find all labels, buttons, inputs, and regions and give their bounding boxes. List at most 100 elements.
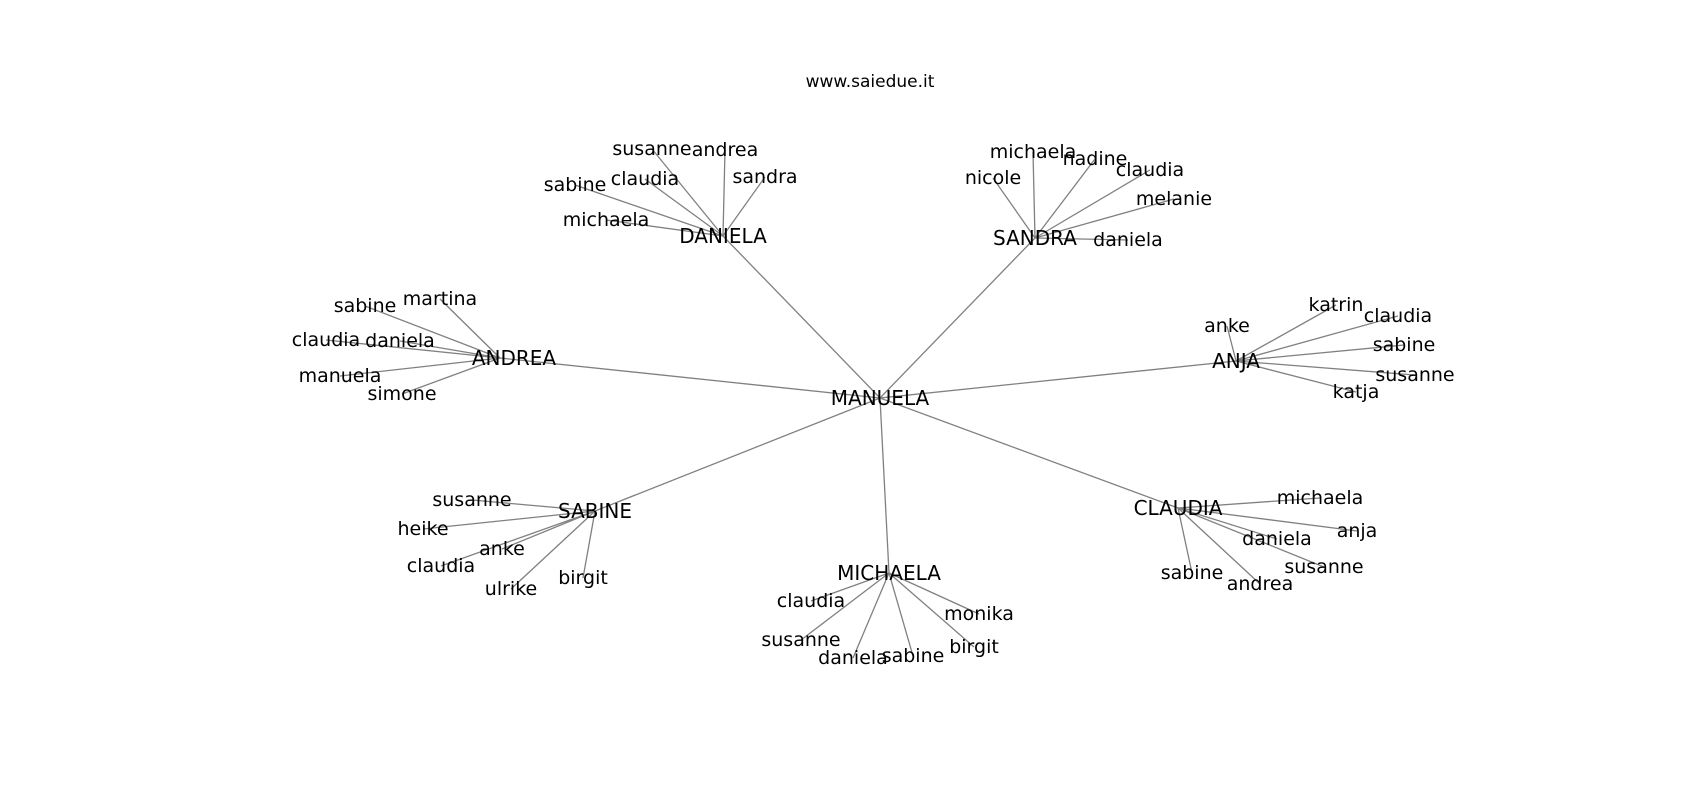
edge-sabine-heike (422, 510, 596, 530)
edge-sandra-nadine (1034, 158, 1096, 239)
hub-node-label: DANIELA (679, 224, 767, 248)
leaf-node-label: sabine (882, 645, 945, 667)
leaf-node-label: andrea (1227, 573, 1293, 595)
edge-sabine-susanne (471, 499, 596, 512)
edge-michaela-susanne (800, 572, 890, 641)
leaf-node-label: sabine (544, 174, 607, 196)
edge-daniela-claudia (644, 178, 724, 237)
leaf-node-label: anja (1337, 520, 1378, 542)
leaf-node-label: claudia (777, 590, 845, 612)
leaf-node-label: sabine (1373, 334, 1436, 356)
edge-claudia-andrea (1177, 507, 1261, 585)
leaf-node-label: michaela (563, 209, 650, 231)
leaf-node-label: daniela (365, 330, 435, 352)
leaf-node-label: simone (367, 383, 436, 405)
edge-anja-katja (1235, 360, 1357, 393)
leaf-node-label: katrin (1309, 294, 1364, 316)
hub-node-label: SABINE (558, 499, 632, 523)
edge-andrea-daniela (399, 340, 501, 359)
edge-claudia-sabine (1177, 507, 1193, 574)
edge-michaela-sabine (888, 572, 914, 657)
edge-root-sandra (879, 237, 1036, 399)
leaf-node-label: melanie (1136, 188, 1212, 210)
edge-sandra-claudia (1034, 169, 1151, 239)
edge-andrea-simone (401, 357, 501, 395)
hub-node-label: CLAUDIA (1134, 496, 1223, 520)
edge-daniela-sabine (574, 184, 724, 237)
hub-node-label: ANDREA (472, 346, 557, 370)
leaf-node-label: claudia (1364, 305, 1432, 327)
edge-sandra-michaela (1032, 151, 1036, 239)
leaf-node-label: birgit (949, 636, 999, 658)
hub-node-label: ANJA (1212, 349, 1260, 373)
leaf-node-label: daniela (1093, 229, 1163, 251)
leaf-node-label: claudia (407, 555, 475, 577)
edge-sabine-birgit (582, 510, 596, 579)
edge-michaela-daniela (852, 572, 890, 659)
leaf-node-label: sabine (334, 295, 397, 317)
edge-daniela-andrea (722, 149, 726, 237)
edge-claudia-daniela (1177, 507, 1278, 540)
edge-root-andrea (499, 357, 881, 399)
leaf-node-label: anke (479, 538, 525, 560)
leaf-node-label: nicole (965, 167, 1021, 189)
leaf-node-label: claudia (611, 168, 679, 190)
root-node-label: MANUELA (831, 386, 930, 410)
edge-claudia-anja (1177, 507, 1358, 532)
edge-claudia-michaela (1177, 497, 1321, 509)
leaf-node-label: anke (1204, 315, 1250, 337)
edge-daniela-sandra (722, 176, 766, 237)
leaf-node-label: sandra (732, 166, 797, 188)
leaf-node-label: birgit (558, 567, 608, 589)
diagram-title: www.saiedue.it (806, 72, 935, 92)
edge-anja-susanne (1235, 360, 1416, 376)
edge-andrea-claudia (325, 339, 501, 359)
leaf-node-label: susanne (761, 629, 840, 651)
leaf-node-label: sabine (1161, 562, 1224, 584)
leaf-node-label: heike (397, 518, 448, 540)
leaf-node-label: michaela (990, 141, 1077, 163)
hub-node-label: SANDRA (993, 226, 1077, 250)
leaf-node-label: martina (403, 288, 477, 310)
edge-michaela-monika (888, 572, 980, 615)
edge-sabine-anke (501, 510, 596, 550)
edge-daniela-susanne (651, 148, 724, 237)
edge-anja-claudia (1235, 315, 1399, 362)
hub-node-label: MICHAELA (837, 561, 941, 585)
edge-claudia-susanne (1177, 507, 1325, 568)
edges-layer (325, 148, 1416, 659)
leaf-node-label: ulrike (485, 578, 537, 600)
leaf-node-label: claudia (292, 329, 360, 351)
edge-andrea-manuela (339, 357, 501, 377)
leaf-node-label: susanne (1284, 556, 1363, 578)
edge-root-anja (879, 360, 1237, 399)
leaf-node-label: susanne (612, 138, 691, 160)
edge-root-sabine (594, 397, 881, 512)
leaf-node-label: manuela (299, 365, 382, 387)
edge-sabine-claudia (440, 510, 596, 567)
leaf-node-label: michaela (1277, 487, 1364, 509)
edge-anja-katrin (1235, 304, 1337, 362)
edge-sandra-nicole (992, 177, 1036, 239)
edge-anja-sabine (1235, 344, 1405, 362)
edge-sabine-ulrike (510, 510, 596, 590)
edge-daniela-michaela (605, 219, 724, 237)
leaf-node-label: daniela (818, 647, 888, 669)
leaf-node-label: susanne (432, 489, 511, 511)
leaf-node-label: katja (1333, 381, 1380, 403)
edge-root-michaela (879, 397, 890, 574)
edge-andrea-sabine (364, 305, 501, 359)
leaf-node-label: andrea (692, 139, 758, 161)
edge-sandra-daniela (1034, 237, 1129, 241)
leaf-node-label: susanne (1375, 364, 1454, 386)
leaf-node-label: claudia (1116, 159, 1184, 181)
edge-root-claudia (879, 397, 1179, 509)
leaf-node-label: nadine (1063, 148, 1128, 170)
leaf-node-label: monika (944, 603, 1014, 625)
edge-andrea-martina (439, 298, 501, 359)
edge-michaela-claudia (810, 572, 890, 602)
edge-michaela-birgit (888, 572, 975, 648)
edge-anja-anke (1226, 325, 1237, 362)
